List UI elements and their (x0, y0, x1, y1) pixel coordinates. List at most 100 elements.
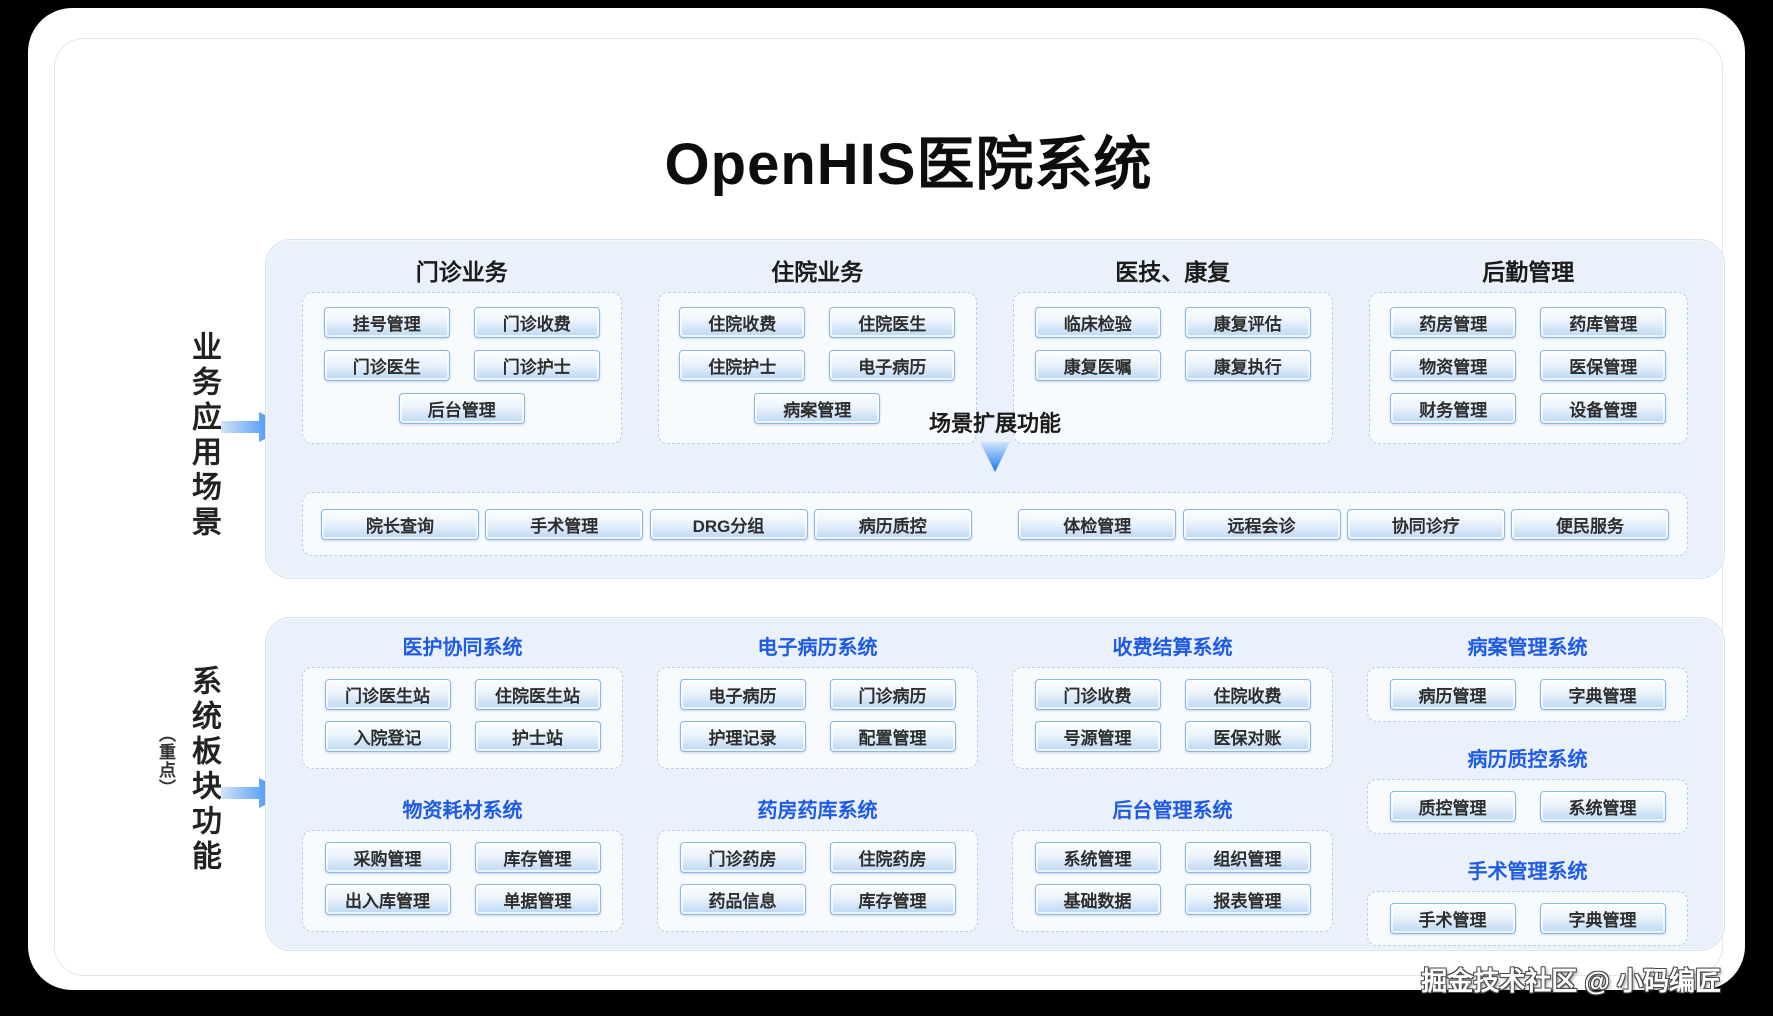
button-row: 号源管理 医保对账 (1013, 721, 1332, 752)
subsystem-title: 病历质控系统 (1467, 749, 1588, 771)
watermark: 掘金技术社区 @ 小码编匠 (1421, 966, 1721, 996)
subsystem-box: 门诊药房 住院药房 药品信息 库存管理 (657, 830, 978, 932)
module-button: 医保对账 (1184, 721, 1311, 752)
system-columns: 医护协同系统 门诊医生站 住院医生站 入院登记 护士站 (266, 618, 1724, 946)
module-button: 院长查询 (321, 508, 479, 540)
subsystem-title: 病案管理系统 (1467, 637, 1588, 659)
extension-title: 场景扩展功能 (928, 411, 1062, 436)
subsystem-title: 手术管理系统 (1467, 861, 1588, 883)
group-title: 住院业务 (771, 259, 864, 285)
group-outpatient: 门诊业务 挂号管理 门诊收费 门诊医生 门诊护士 后台管理 (302, 252, 622, 444)
module-button: 号源管理 (1034, 721, 1161, 752)
down-triangle-icon (980, 442, 1010, 472)
button-row: 挂号管理 门诊收费 (303, 307, 621, 338)
module-button: 电子病历 (829, 350, 956, 381)
group-logistics: 后勤管理 药房管理 药库管理 物资管理 医保管理 财务管理 (1368, 252, 1688, 444)
subsystem-box: 采购管理 库存管理 出入库管理 单据管理 (302, 830, 623, 932)
button-row: 住院收费 住院医生 (659, 307, 977, 338)
button-row: 门诊医生 门诊护士 (303, 350, 621, 381)
module-button: 住院护士 (679, 350, 806, 381)
module-button: 字典管理 (1539, 679, 1666, 710)
module-button: 康复医嘱 (1034, 350, 1161, 381)
module-button: 库存管理 (829, 884, 956, 915)
module-button: 库存管理 (474, 842, 601, 873)
button-row: 临床检验 康复评估 (1014, 307, 1332, 338)
module-button: 护士站 (474, 721, 601, 752)
module-button: 门诊医生站 (324, 679, 451, 710)
button-row: 门诊药房 住院药房 (658, 842, 977, 873)
group-medtech-rehab: 医技、康复 临床检验 康复评估 康复医嘱 康复执行 (1013, 252, 1333, 444)
module-button: 单据管理 (474, 884, 601, 915)
button-row: 出入库管理 单据管理 (303, 884, 622, 915)
module-button: 体检管理 (1018, 508, 1177, 540)
button-row: 护理记录 配置管理 (658, 721, 977, 752)
button-row: 入院登记 护士站 (303, 721, 622, 752)
group-title: 医技、康复 (1115, 259, 1231, 285)
module-button: 采购管理 (324, 842, 451, 873)
group-box: 挂号管理 门诊收费 门诊医生 门诊护士 后台管理 (302, 292, 622, 444)
module-button: 手术管理 (485, 508, 644, 540)
module-button: 住院收费 (1184, 679, 1311, 710)
module-button: 药房管理 (1390, 307, 1517, 338)
button-row: 后台管理 (303, 393, 621, 424)
module-button: 入院登记 (324, 721, 451, 752)
button-row: 基础数据 报表管理 (1013, 884, 1332, 915)
module-button: 病案管理 (754, 393, 881, 424)
system-panel: 医护协同系统 门诊医生站 住院医生站 入院登记 护士站 (265, 617, 1725, 951)
module-button: 便民服务 (1511, 508, 1669, 540)
module-button: 质控管理 (1389, 791, 1516, 822)
subsystem-title: 医护协同系统 (402, 637, 523, 659)
module-button: 门诊医生 (323, 350, 450, 381)
module-button: 设备管理 (1540, 393, 1667, 424)
system-col-3: 收费结算系统 门诊收费 住院收费 号源管理 医保对账 (1012, 632, 1333, 946)
module-button: 协同诊疗 (1346, 508, 1505, 540)
subsystem-box: 手术管理 字典管理 (1367, 891, 1688, 946)
module-button: 配置管理 (829, 721, 956, 752)
module-button: 病历质控 (813, 508, 972, 540)
module-button: 字典管理 (1539, 903, 1666, 934)
group-box: 药房管理 药库管理 物资管理 医保管理 财务管理 设备管理 (1368, 292, 1688, 444)
subsystem-box: 质控管理 系统管理 (1367, 779, 1688, 834)
module-button: 康复执行 (1184, 350, 1311, 381)
button-row: 药品信息 库存管理 (658, 884, 977, 915)
module-button: DRG分组 (649, 508, 808, 540)
system-col-1: 医护协同系统 门诊医生站 住院医生站 入院登记 护士站 (302, 632, 623, 946)
subsystem-box: 门诊医生站 住院医生站 入院登记 护士站 (302, 667, 623, 769)
subsystem-title: 电子病历系统 (757, 637, 878, 659)
module-button: 系统管理 (1539, 791, 1666, 822)
module-button: 门诊护士 (473, 350, 600, 381)
button-row: 住院护士 电子病历 (659, 350, 977, 381)
module-button: 门诊病历 (829, 679, 956, 710)
button-row: 采购管理 库存管理 (303, 842, 622, 873)
business-scenarios-label: 业务应用场景 (187, 331, 220, 541)
module-button: 住院医生 (829, 307, 956, 338)
system-modules-label: 系统板块功能 (187, 665, 220, 875)
group-title: 门诊业务 (415, 259, 508, 285)
button-row: 财务管理 设备管理 (1370, 393, 1688, 424)
subsystem-box: 电子病历 门诊病历 护理记录 配置管理 (657, 667, 978, 769)
business-columns: 门诊业务 挂号管理 门诊收费 门诊医生 门诊护士 后台管理 (266, 240, 1724, 444)
module-button: 远程会诊 (1182, 508, 1341, 540)
business-panel: 门诊业务 挂号管理 门诊收费 门诊医生 门诊护士 后台管理 (265, 239, 1725, 579)
diagram-frame: OpenHIS医院系统 业务应用场景 系统板块功能 （重点） (54, 38, 1725, 976)
subsystem-title: 后台管理系统 (1112, 800, 1233, 822)
group-title: 后勤管理 (1482, 259, 1575, 285)
button-row: 药房管理 药库管理 (1370, 307, 1688, 338)
module-button: 临床检验 (1034, 307, 1161, 338)
subsystem-box: 系统管理 组织管理 基础数据 报表管理 (1012, 830, 1333, 932)
module-button: 电子病历 (679, 679, 806, 710)
module-button: 护理记录 (679, 721, 806, 752)
system-col-2: 电子病历系统 电子病历 门诊病历 护理记录 配置管理 (657, 632, 978, 946)
system-col-4: 病案管理系统 病历管理 字典管理 病历质控系统 质控管理 系统管理 手术管理系统 (1367, 632, 1688, 946)
extension-box: 院长查询 手术管理 DRG分组 病历质控 体检管理 远程会诊 协同诊疗 便民服务 (302, 492, 1688, 556)
button-row: 门诊收费 住院收费 (1013, 679, 1332, 710)
module-button: 药库管理 (1540, 307, 1667, 338)
button-row: 门诊医生站 住院医生站 (303, 679, 622, 710)
module-button: 住院医生站 (474, 679, 601, 710)
button-row: 系统管理 组织管理 (1013, 842, 1332, 873)
module-button: 门诊收费 (473, 307, 600, 338)
group-box: 临床检验 康复评估 康复医嘱 康复执行 (1013, 292, 1333, 444)
group-box: 住院收费 住院医生 住院护士 电子病历 病案管理 (657, 292, 977, 444)
module-button: 物资管理 (1390, 350, 1517, 381)
module-button: 基础数据 (1034, 884, 1161, 915)
